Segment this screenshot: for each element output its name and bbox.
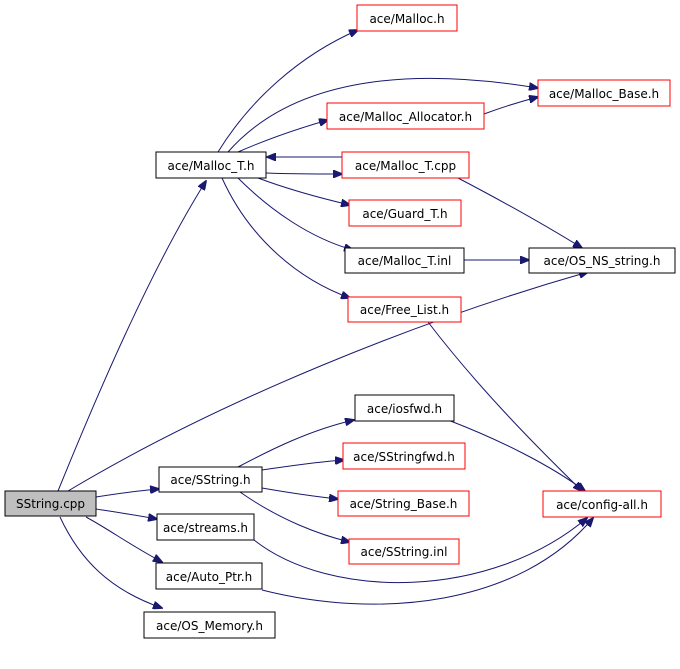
edge-iosfwd-h-to-config-all-h (447, 419, 585, 491)
node-label: ace/OS_NS_string.h (544, 254, 661, 268)
edge-malloc-t-h-to-malloc-allocator-h (237, 120, 328, 153)
edges (57, 30, 593, 608)
edge-sstring-cpp-to-malloc-t-h (57, 181, 206, 492)
node-label: ace/Free_List.h (360, 303, 449, 317)
node-guard-t-h[interactable]: ace/Guard_T.h (348, 199, 462, 227)
node-malloc-allocator-h[interactable]: ace/Malloc_Allocator.h (326, 102, 485, 130)
node-sstring-cpp[interactable]: SString.cpp (4, 490, 97, 517)
node-sstring-h[interactable]: ace/SString.h (158, 466, 263, 493)
edge-sstring-h-to-iosfwd-h (237, 420, 354, 468)
node-label: ace/config-all.h (556, 498, 648, 512)
node-os-memory-h[interactable]: ace/OS_Memory.h (143, 611, 276, 639)
node-label: ace/iosfwd.h (367, 402, 442, 416)
node-label: ace/Malloc.h (369, 12, 444, 26)
node-label: ace/SString.h (170, 473, 250, 487)
edge-malloc-t-h-to-free-list-h (221, 177, 350, 298)
node-malloc-t-inl[interactable]: ace/Malloc_T.inl (344, 247, 465, 274)
node-auto-ptr-h[interactable]: ace/Auto_Ptr.h (155, 562, 263, 590)
node-label: ace/OS_Memory.h (156, 619, 263, 633)
node-malloc-t-h[interactable]: ace/Malloc_T.h (155, 151, 267, 179)
node-free-list-h[interactable]: ace/Free_List.h (347, 296, 462, 323)
edge-malloc-t-h-to-malloc-t-inl (237, 177, 353, 250)
node-label: ace/SString.inl (361, 545, 448, 559)
edge-streams-h-to-config-all-h (253, 518, 587, 584)
edge-sstring-h-to-sstring-inl (239, 491, 350, 542)
edge-malloc-allocator-h-to-malloc-base-h (483, 97, 538, 115)
edge-malloc-t-h-to-malloc-base-h (227, 77, 538, 153)
node-label: ace/Malloc_Allocator.h (339, 110, 472, 124)
node-label: ace/Malloc_T.cpp (355, 159, 456, 173)
edge-free-list-h-to-config-all-h (427, 321, 582, 491)
node-label: ace/SStringfwd.h (353, 450, 455, 464)
node-label: SString.cpp (16, 497, 85, 511)
node-malloc-base-h[interactable]: ace/Malloc_Base.h (537, 79, 671, 107)
edge-sstring-cpp-to-streams-h (95, 508, 157, 519)
node-string-base-h[interactable]: ace/String_Base.h (337, 490, 470, 517)
edge-malloc-t-h-to-malloc-t-cpp (265, 173, 342, 174)
edge-sstring-h-to-string-base-h (261, 487, 338, 499)
node-label: ace/Guard_T.h (362, 207, 447, 221)
edge-auto-ptr-h-to-config-all-h (261, 518, 593, 605)
edge-sstring-cpp-to-sstring-h (95, 489, 159, 498)
node-config-all-h[interactable]: ace/config-all.h (542, 490, 662, 518)
edge-malloc-t-h-to-malloc-h (217, 30, 358, 153)
node-sstring-inl[interactable]: ace/SString.inl (348, 538, 460, 565)
edge-sstring-cpp-to-auto-ptr-h (85, 516, 162, 562)
node-malloc-h[interactable]: ace/Malloc.h (356, 4, 458, 32)
edge-sstring-h-to-sstringfwd-h (261, 460, 344, 471)
edge-malloc-t-cpp-to-os-ns-string-h (457, 177, 582, 248)
node-malloc-t-cpp[interactable]: ace/Malloc_T.cpp (341, 151, 470, 179)
node-label: ace/streams.h (163, 521, 248, 535)
node-streams-h[interactable]: ace/streams.h (156, 513, 255, 541)
node-label: ace/Malloc_T.h (167, 159, 254, 173)
node-sstringfwd-h[interactable]: ace/SStringfwd.h (342, 442, 466, 470)
node-label: ace/Auto_Ptr.h (166, 570, 252, 584)
node-label: ace/String_Base.h (350, 497, 458, 511)
edge-sstring-cpp-to-os-ns-string-h (67, 272, 588, 492)
node-label: ace/Malloc_T.inl (358, 254, 452, 268)
node-os-ns-string-h[interactable]: ace/OS_NS_string.h (528, 247, 676, 274)
edge-sstring-cpp-to-os-memory-h (59, 516, 162, 608)
node-label: ace/Malloc_Base.h (549, 87, 659, 101)
node-iosfwd-h[interactable]: ace/iosfwd.h (354, 394, 455, 422)
edge-malloc-t-h-to-guard-t-h (257, 177, 350, 205)
